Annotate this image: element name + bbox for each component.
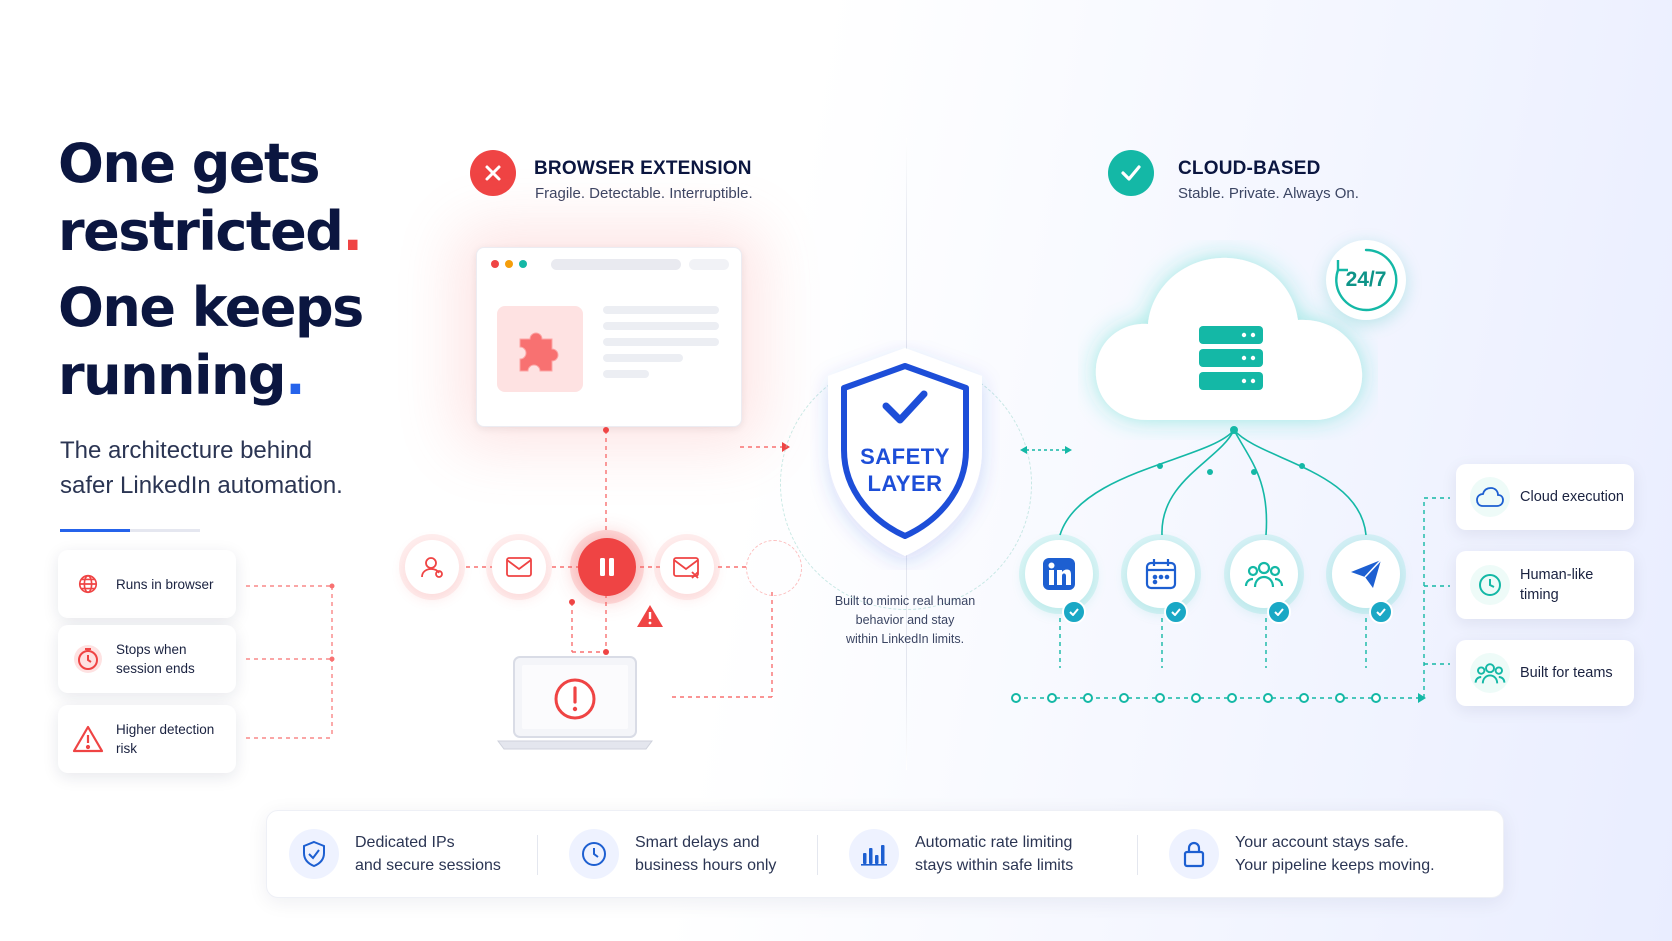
cloud-based-subtitle: Stable. Private. Always On. bbox=[1178, 185, 1359, 202]
timer-icon bbox=[68, 639, 108, 679]
feature-line: Your pipeline keeps moving. bbox=[1235, 857, 1435, 874]
safety-line2: LAYER bbox=[867, 471, 943, 496]
card-label: Built for teams bbox=[1520, 665, 1613, 681]
mail-icon bbox=[492, 540, 546, 594]
browser-extension-title: BROWSER EXTENSION bbox=[534, 158, 752, 179]
feature-smart-delays: Smart delays and business hours only bbox=[569, 811, 776, 897]
headline: One gets restricted. One keeps running. bbox=[58, 130, 364, 410]
card-stops-when-session-ends: Stops when session ends bbox=[58, 625, 236, 693]
cloud-icon bbox=[1095, 257, 1363, 420]
faded-circle bbox=[746, 540, 802, 596]
check-badge-icon bbox=[1062, 600, 1086, 624]
clock-icon bbox=[569, 829, 619, 879]
24-7-badge: 24/7 bbox=[1326, 240, 1406, 320]
lock-icon bbox=[1169, 829, 1219, 879]
browser-extension-subtitle: Fragile. Detectable. Interruptible. bbox=[535, 185, 753, 202]
cloud-icon bbox=[1470, 477, 1510, 517]
bar-chart-icon bbox=[849, 829, 899, 879]
headline-red-dot: . bbox=[342, 200, 363, 263]
feature-dedicated-ips: Dedicated IPs and secure sessions bbox=[289, 811, 501, 897]
browser-window bbox=[476, 247, 742, 427]
puzzle-icon bbox=[497, 306, 583, 392]
separator bbox=[537, 835, 538, 875]
separator bbox=[817, 835, 818, 875]
shield-check-icon bbox=[289, 829, 339, 879]
cloud-based-title: CLOUD-BASED bbox=[1178, 158, 1321, 179]
safety-note-line: behavior and stay bbox=[855, 613, 955, 627]
feature-line: and secure sessions bbox=[355, 857, 501, 874]
globe-icon bbox=[68, 564, 108, 604]
check-badge-icon bbox=[1164, 600, 1188, 624]
feature-line: Smart delays and bbox=[635, 834, 760, 851]
subtitle-line1: The architecture behind bbox=[60, 437, 313, 464]
card-runs-in-browser: Runs in browser bbox=[58, 550, 236, 618]
pause-icon bbox=[578, 538, 636, 596]
card-label: Cloud execution bbox=[1520, 489, 1624, 505]
cloud-branches bbox=[1059, 426, 1367, 668]
card-human-like-timing: Human-like timing bbox=[1456, 551, 1634, 619]
profile-icon bbox=[405, 540, 459, 594]
shield-cloud-connector bbox=[1020, 446, 1072, 454]
feature-line: Automatic rate limiting bbox=[915, 834, 1073, 851]
clock-icon bbox=[1470, 565, 1510, 605]
cloud-timeline bbox=[1011, 497, 1450, 703]
feature-line: Your account stays safe. bbox=[1235, 834, 1409, 851]
left-connectors bbox=[246, 583, 335, 739]
headline-line2: restricted bbox=[58, 200, 344, 263]
headline-line3: One keeps bbox=[58, 276, 364, 339]
safety-note-line: within LinkedIn limits. bbox=[845, 632, 965, 646]
laptop-icon bbox=[497, 656, 653, 750]
team-icon bbox=[1470, 653, 1510, 693]
safety-note: Built to mimic real human behavior and s… bbox=[800, 592, 1010, 649]
card-label: timing bbox=[1520, 587, 1559, 603]
check-badge-icon bbox=[1267, 600, 1291, 624]
card-label: Higher detection bbox=[116, 722, 215, 737]
card-label: risk bbox=[116, 741, 137, 756]
separator bbox=[1137, 835, 1138, 875]
card-label: session ends bbox=[116, 661, 195, 676]
card-built-for-teams: Built for teams bbox=[1456, 640, 1634, 706]
feature-rate-limiting: Automatic rate limiting stays within safe… bbox=[849, 811, 1073, 897]
card-label: Human-like bbox=[1520, 567, 1594, 583]
calendar-icon bbox=[1127, 540, 1195, 608]
safety-layer-label: SAFETY LAYER bbox=[810, 443, 1000, 497]
feature-account-safe: Your account stays safe. Your pipeline ke… bbox=[1169, 811, 1435, 897]
card-label: Stops when bbox=[116, 642, 187, 657]
feature-line: Dedicated IPs bbox=[355, 834, 455, 851]
subtitle: The architecture behind safer LinkedIn a… bbox=[60, 433, 343, 503]
warning-icon bbox=[68, 719, 108, 759]
check-badge-icon bbox=[1369, 600, 1393, 624]
check-icon bbox=[1108, 150, 1154, 196]
headline-line1: One gets bbox=[58, 132, 321, 195]
headline-line4: running bbox=[58, 344, 287, 407]
warning-icon bbox=[636, 603, 664, 634]
team-icon bbox=[1230, 540, 1298, 608]
card-higher-detection-risk: Higher detection risk bbox=[58, 705, 236, 773]
feature-line: business hours only bbox=[635, 857, 777, 874]
24-7-label: 24/7 bbox=[1345, 268, 1387, 291]
safety-line1: SAFETY bbox=[860, 444, 950, 469]
x-icon bbox=[470, 150, 516, 196]
features-bar: Dedicated IPs and secure sessions Smart d… bbox=[266, 810, 1504, 898]
headline-blue-dot: . bbox=[285, 344, 306, 407]
linkedin-icon bbox=[1025, 540, 1093, 608]
card-cloud-execution: Cloud execution bbox=[1456, 464, 1634, 530]
mail-error-icon bbox=[660, 540, 714, 594]
subtitle-line2: safer LinkedIn automation. bbox=[60, 472, 343, 499]
shield-icon bbox=[828, 348, 982, 556]
send-icon bbox=[1332, 540, 1400, 608]
safety-note-line: Built to mimic real human bbox=[834, 594, 976, 608]
card-label: Runs in browser bbox=[116, 576, 214, 592]
feature-line: stays within safe limits bbox=[915, 857, 1074, 874]
divider bbox=[60, 529, 200, 532]
window-controls bbox=[491, 260, 527, 268]
address-bar bbox=[551, 259, 681, 270]
